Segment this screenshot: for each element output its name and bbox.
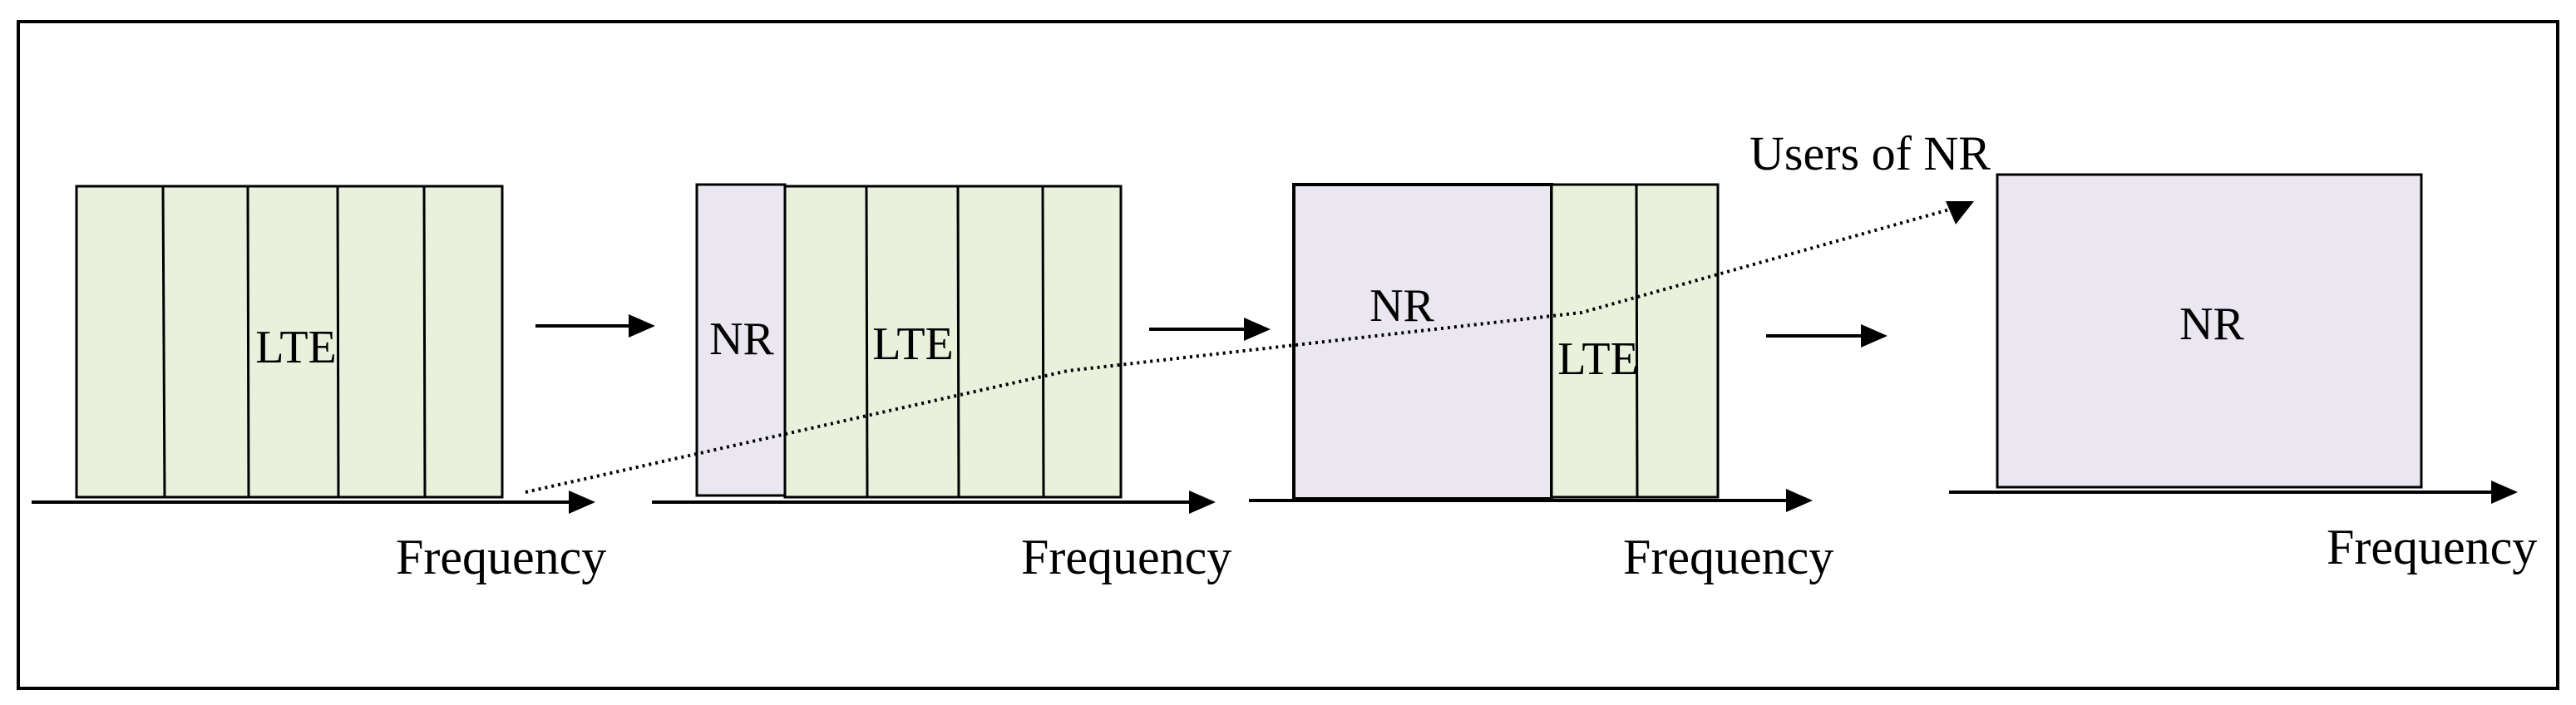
panel-1: LTE Frequency [32,185,606,584]
panel-2: NR LTE Frequency [652,183,1231,584]
lte-carrier-divider [422,185,427,498]
lte-carrier-divider [865,185,869,498]
lte-label: LTE [255,322,336,373]
lte-carrier-divider [956,185,960,498]
frequency-label: Frequency [1021,530,1231,584]
outer-frame [17,20,2559,690]
users-of-nr-label: Users of NR [1749,126,1991,180]
lte-block [75,185,504,499]
lte-label: LTE [872,318,953,370]
panel-3: NR LTE Frequency [1249,183,1833,584]
frequency-label: Frequency [1623,530,1833,584]
nr-label: NR [2179,298,2244,350]
frequency-label: Frequency [2327,520,2537,574]
lte-carrier-divider [246,185,250,498]
nr-block [1996,173,2423,489]
lte-carrier-divider [161,185,166,498]
nr-label: NR [709,313,774,365]
trend-arrowhead [1946,201,1974,224]
lte-label: LTE [1557,333,1638,385]
nr-block [1292,183,1553,500]
nr-label: NR [1369,280,1434,332]
lte-carrier-divider [1041,185,1045,498]
panel-4: NR Frequency [1949,173,2537,574]
frequency-label: Frequency [396,530,606,584]
lte-block [783,185,1123,499]
lte-block [1550,183,1720,499]
lte-carrier-divider [1635,184,1639,498]
